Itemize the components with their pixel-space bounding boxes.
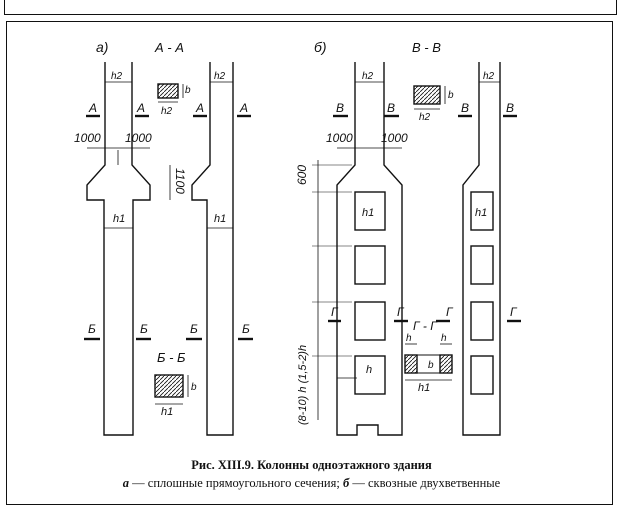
mark-g-2: Г [397, 305, 405, 319]
mark-v-4: В [506, 101, 514, 115]
caption-a-marker: а [122, 476, 130, 490]
mark-a-3: А [195, 101, 204, 115]
column-3-opening-1 [354, 191, 386, 231]
dim-1000-left: 1000 [74, 131, 101, 145]
mark-b-4: Б [242, 322, 250, 336]
section-vv-shape [413, 85, 441, 105]
column-3-opening-3 [354, 301, 386, 341]
section-title-gg: Г - Г [413, 319, 438, 333]
top-frame [4, 0, 617, 15]
section-aa-h2-label: h2 [161, 106, 173, 117]
dim-600: 600 [295, 165, 309, 185]
mark-v-1: В [336, 101, 344, 115]
col4-h2-label: h2 [483, 71, 495, 82]
column-3-opening-4 [354, 355, 386, 395]
section-gg-branch-right [439, 354, 453, 374]
column-4-opening-3 [470, 301, 494, 341]
col2-h2-label: h2 [214, 71, 226, 82]
col4-h1-label: h1 [475, 207, 487, 219]
section-vv-h2-label: h2 [419, 112, 431, 123]
mark-g-1: Г [331, 305, 339, 319]
section-vv-b-label: b [448, 90, 454, 101]
panel-label-b: б) [314, 39, 327, 55]
mark-g-4: Г [510, 305, 518, 319]
column-4-opening-2 [470, 245, 494, 285]
section-gg-h-right: h [441, 333, 447, 344]
column-3-opening-2 [354, 245, 386, 285]
mark-v-2: В [387, 101, 395, 115]
col3-h1-label: h1 [362, 207, 374, 219]
column-1-outline [86, 62, 151, 436]
section-aa-b-label: b [185, 85, 191, 96]
section-gg-branch-left [404, 354, 418, 374]
figure-frame [6, 21, 613, 505]
figure-caption-legend: а — сплошные прямоугольного сечения; б —… [0, 476, 623, 491]
section-title-aa: А - А [154, 40, 184, 55]
section-gg-h-left: h [406, 333, 412, 344]
column-3-outline [336, 62, 403, 436]
dim-1100: 1100 [173, 168, 187, 194]
mark-a-4: А [239, 101, 248, 115]
section-aa-shape [157, 83, 179, 99]
figure-caption-title: Рис. XIII.9. Колонны одноэтажного здания [191, 458, 432, 472]
column-4-opening-1 [470, 191, 494, 231]
col2-h1-label: h1 [214, 213, 226, 225]
dim-side-formula: (8-10) h (1,5-2)h [297, 345, 309, 425]
section-title-vv: В - В [412, 40, 441, 55]
section-bb-h1-label: h1 [161, 406, 173, 418]
mark-a-2: А [136, 101, 145, 115]
col1-h2-label: h2 [111, 71, 123, 82]
section-bb-b-label: b [191, 382, 197, 393]
caption-a-text: — сплошные прямоугольного сечения; [129, 476, 343, 490]
mark-b-2: Б [140, 322, 148, 336]
mark-a-1: А [88, 101, 97, 115]
section-bb-shape [154, 374, 184, 398]
dim-1000-right-a: 1000 [326, 131, 353, 145]
column-4-outline [462, 62, 501, 436]
column-2-outline [191, 62, 234, 436]
dim-1000-right-b: 1000 [381, 131, 408, 145]
col3-h-label: h [366, 364, 372, 376]
section-gg-b-label: b [428, 360, 434, 371]
mark-b-3: Б [190, 322, 198, 336]
mark-g-3: Г [446, 305, 454, 319]
column-4-opening-4 [470, 355, 494, 395]
section-title-bb: Б - Б [157, 350, 186, 365]
dim-1000-right: 1000 [125, 131, 152, 145]
col1-h1-label: h1 [113, 213, 125, 225]
caption-b-marker: б [342, 476, 350, 490]
mark-v-3: В [461, 101, 469, 115]
section-gg-h1-label: h1 [418, 382, 430, 394]
col3-h2-label: h2 [362, 71, 374, 82]
caption-b-text: — сквозные двухветвенные [349, 476, 501, 490]
mark-b-1: Б [88, 322, 96, 336]
panel-label-a: а) [96, 39, 108, 55]
